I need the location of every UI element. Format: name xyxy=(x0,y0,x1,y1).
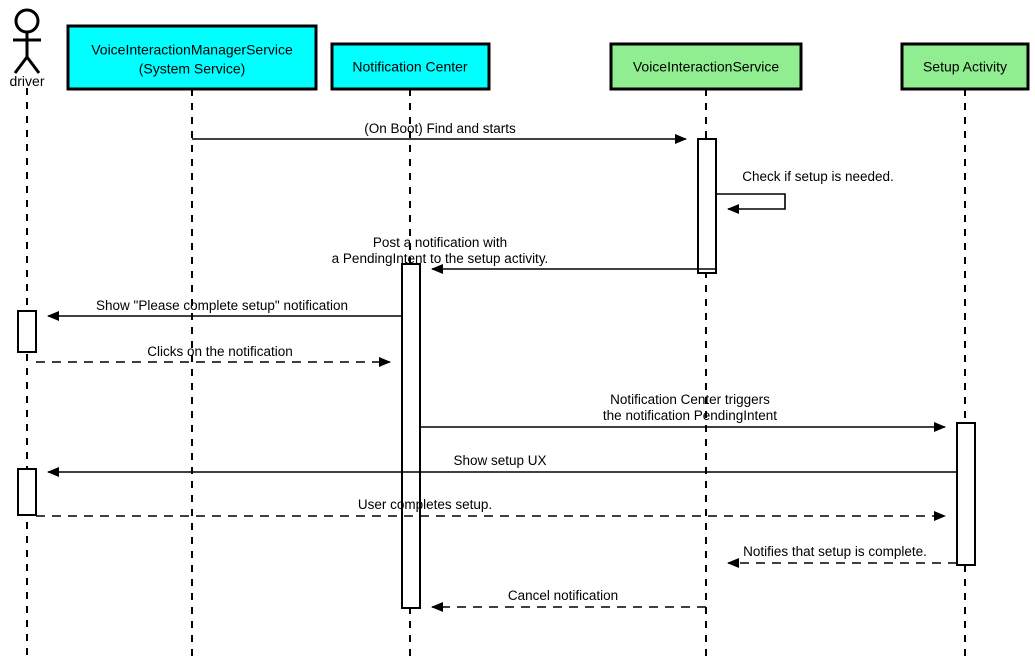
message-label-msg-clicks-notification: Clicks on the notification xyxy=(147,344,293,359)
message-label-msg-user-completes-setup: User completes setup. xyxy=(358,497,492,512)
message-msg-cancel-notification[interactable]: Cancel notification xyxy=(431,588,706,612)
activation-bars-group xyxy=(17,138,976,609)
activation-bar-driver xyxy=(17,310,37,353)
message-label-msg-trigger-pendingintent-line2: the notification PendingIntent xyxy=(603,408,777,423)
message-msg-on-boot[interactable]: (On Boot) Find and starts xyxy=(192,121,687,144)
message-label-msg-show-notification: Show "Please complete setup" notificatio… xyxy=(96,298,348,313)
message-msg-check-setup[interactable]: Check if setup is needed. xyxy=(716,169,894,214)
participants-group: driver VoiceInteractionManagerService (Sys… xyxy=(9,8,1030,91)
message-msg-clicks-notification[interactable]: Clicks on the notification xyxy=(36,344,391,367)
message-msg-notifies-complete[interactable]: Notifies that setup is complete. xyxy=(727,544,957,568)
actor-label-driver: driver xyxy=(9,73,44,89)
participant-label-vims: VoiceInteractionManagerService xyxy=(91,42,293,58)
actor-left-leg-icon xyxy=(13,56,29,74)
participant-label-vis: VoiceInteractionService xyxy=(633,59,780,75)
participant-rect-vis[interactable] xyxy=(609,42,803,91)
participant-label-notification-center: Notification Center xyxy=(352,59,468,75)
activation-bar-setup-activity xyxy=(956,422,976,566)
message-label-msg-trigger-pendingintent-line1: Notification Center triggers xyxy=(610,392,770,407)
participant-rect-vims[interactable] xyxy=(66,24,318,91)
actor-head-icon xyxy=(14,8,40,34)
participant-rect-setup-activity[interactable] xyxy=(900,42,1030,91)
participant-sublabel-vims: (System Service) xyxy=(139,61,246,77)
actor-right-leg-icon xyxy=(25,56,41,74)
message-label-msg-cancel-notification: Cancel notification xyxy=(508,588,618,603)
participant-rect-notification-center[interactable] xyxy=(330,42,491,91)
participant-box-notification-center[interactable]: Notification Center xyxy=(330,42,491,91)
message-label-msg-notifies-complete: Notifies that setup is complete. xyxy=(743,544,927,559)
participant-label-setup-activity: Setup Activity xyxy=(923,59,1007,75)
message-label-msg-post-notification-line1: Post a notification with xyxy=(373,235,507,250)
message-msg-user-completes-setup[interactable]: User completes setup. xyxy=(36,497,946,521)
message-label-msg-check-setup: Check if setup is needed. xyxy=(742,169,894,184)
message-msg-show-notification[interactable]: Show "Please complete setup" notificatio… xyxy=(47,298,402,321)
activation-bar-notification-center xyxy=(401,263,421,609)
participant-box-vims[interactable]: VoiceInteractionManagerService (System Se… xyxy=(66,24,318,91)
actor-driver: driver xyxy=(9,8,45,89)
message-label-msg-show-setup-ux: Show setup UX xyxy=(453,453,546,468)
message-msg-show-setup-ux[interactable]: Show setup UX xyxy=(47,453,957,477)
activation-bar-vis xyxy=(697,138,717,274)
message-label-msg-on-boot: (On Boot) Find and starts xyxy=(364,121,516,136)
message-label-msg-post-notification-line2: a PendingIntent to the setup activity. xyxy=(332,251,549,266)
activation-bar-driver xyxy=(17,468,37,516)
participant-box-vis[interactable]: VoiceInteractionService xyxy=(609,42,803,91)
message-line-msg-check-setup xyxy=(716,193,786,214)
participant-box-setup-activity[interactable]: Setup Activity xyxy=(900,42,1030,91)
